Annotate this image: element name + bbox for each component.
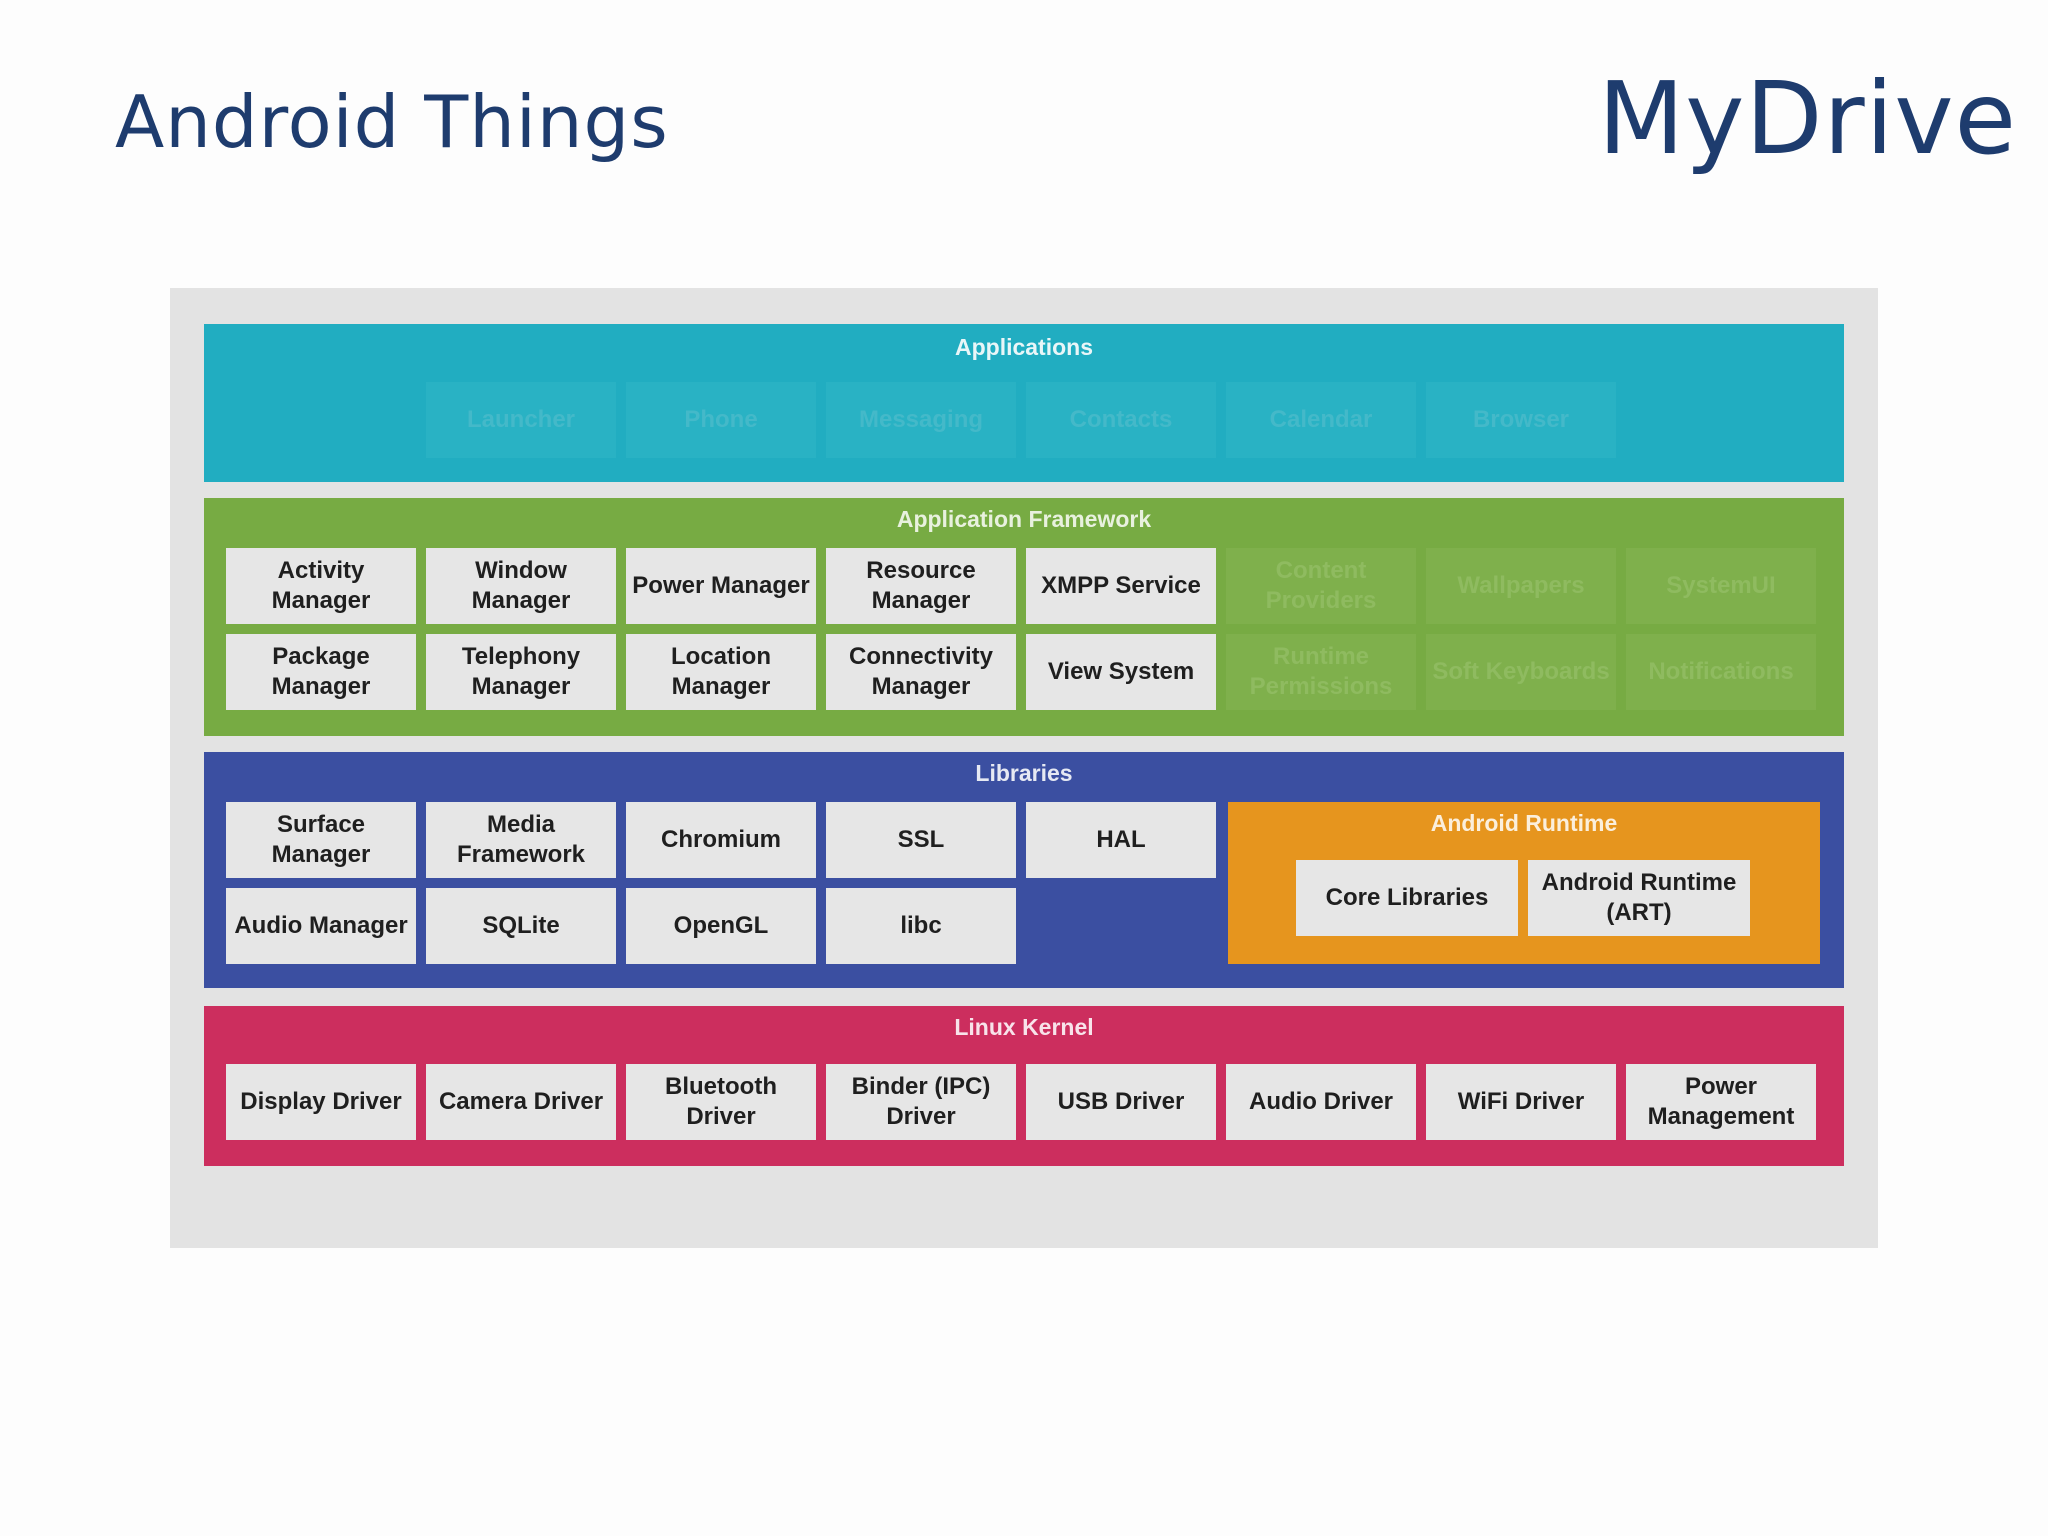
android-architecture-diagram: Applications Launcher Phone Messaging Co… bbox=[170, 288, 1878, 1248]
app-phone: Phone bbox=[626, 382, 816, 458]
mydrive-logo: MyDrive bbox=[1598, 60, 2018, 177]
fw-window-manager: Window Manager bbox=[426, 548, 616, 624]
fw-power-manager: Power Manager bbox=[626, 548, 816, 624]
fw-systemui: SystemUI bbox=[1626, 548, 1816, 624]
fw-connectivity-manager: Connectivity Manager bbox=[826, 634, 1016, 710]
fw-resource-manager: Resource Manager bbox=[826, 548, 1016, 624]
fw-content-providers: Content Providers bbox=[1226, 548, 1416, 624]
kernel-binder-ipc-driver: Binder (IPC) Driver bbox=[826, 1064, 1016, 1140]
kernel-camera-driver: Camera Driver bbox=[426, 1064, 616, 1140]
lib-opengl: OpenGL bbox=[626, 888, 816, 964]
slide-title: Android Things bbox=[115, 80, 669, 164]
app-calendar: Calendar bbox=[1226, 382, 1416, 458]
linux-kernel-layer: Linux Kernel Display Driver Camera Drive… bbox=[204, 1006, 1844, 1166]
app-contacts: Contacts bbox=[1026, 382, 1216, 458]
libraries-layer: Libraries Surface Manager Media Framewor… bbox=[204, 752, 1844, 988]
lib-audio-manager: Audio Manager bbox=[226, 888, 416, 964]
kernel-audio-driver: Audio Driver bbox=[1226, 1064, 1416, 1140]
fw-xmpp-service: XMPP Service bbox=[1026, 548, 1216, 624]
android-runtime-block: Android Runtime Core Libraries Android R… bbox=[1228, 802, 1820, 964]
lib-surface-manager: Surface Manager bbox=[226, 802, 416, 878]
rt-android-runtime-art: Android Runtime (ART) bbox=[1528, 860, 1750, 936]
kernel-display-driver: Display Driver bbox=[226, 1064, 416, 1140]
fw-soft-keyboards: Soft Keyboards bbox=[1426, 634, 1616, 710]
lib-media-framework: Media Framework bbox=[426, 802, 616, 878]
fw-package-manager: Package Manager bbox=[226, 634, 416, 710]
fw-notifications: Notifications bbox=[1626, 634, 1816, 710]
kernel-power-management: Power Management bbox=[1626, 1064, 1816, 1140]
fw-telephony-manager: Telephony Manager bbox=[426, 634, 616, 710]
lib-chromium: Chromium bbox=[626, 802, 816, 878]
lib-libc: libc bbox=[826, 888, 1016, 964]
applications-layer: Applications Launcher Phone Messaging Co… bbox=[204, 324, 1844, 482]
lib-hal: HAL bbox=[1026, 802, 1216, 878]
application-framework-layer: Application Framework Activity Manager W… bbox=[204, 498, 1844, 736]
fw-view-system: View System bbox=[1026, 634, 1216, 710]
android-runtime-title: Android Runtime bbox=[1430, 810, 1618, 836]
fw-runtime-permissions: Runtime Permissions bbox=[1226, 634, 1416, 710]
applications-layer-title: Applications bbox=[954, 334, 1093, 360]
kernel-bluetooth-driver: Bluetooth Driver bbox=[626, 1064, 816, 1140]
framework-layer-title: Application Framework bbox=[896, 506, 1152, 532]
fw-activity-manager: Activity Manager bbox=[226, 548, 416, 624]
fw-wallpapers: Wallpapers bbox=[1426, 548, 1616, 624]
kernel-usb-driver: USB Driver bbox=[1026, 1064, 1216, 1140]
rt-core-libraries: Core Libraries bbox=[1296, 860, 1518, 936]
app-launcher: Launcher bbox=[426, 382, 616, 458]
app-browser: Browser bbox=[1426, 382, 1616, 458]
lib-sqlite: SQLite bbox=[426, 888, 616, 964]
app-messaging: Messaging bbox=[826, 382, 1016, 458]
fw-location-manager: Location Manager bbox=[626, 634, 816, 710]
libraries-layer-title: Libraries bbox=[975, 760, 1073, 786]
kernel-wifi-driver: WiFi Driver bbox=[1426, 1064, 1616, 1140]
lib-ssl: SSL bbox=[826, 802, 1016, 878]
kernel-layer-title: Linux Kernel bbox=[954, 1014, 1094, 1040]
